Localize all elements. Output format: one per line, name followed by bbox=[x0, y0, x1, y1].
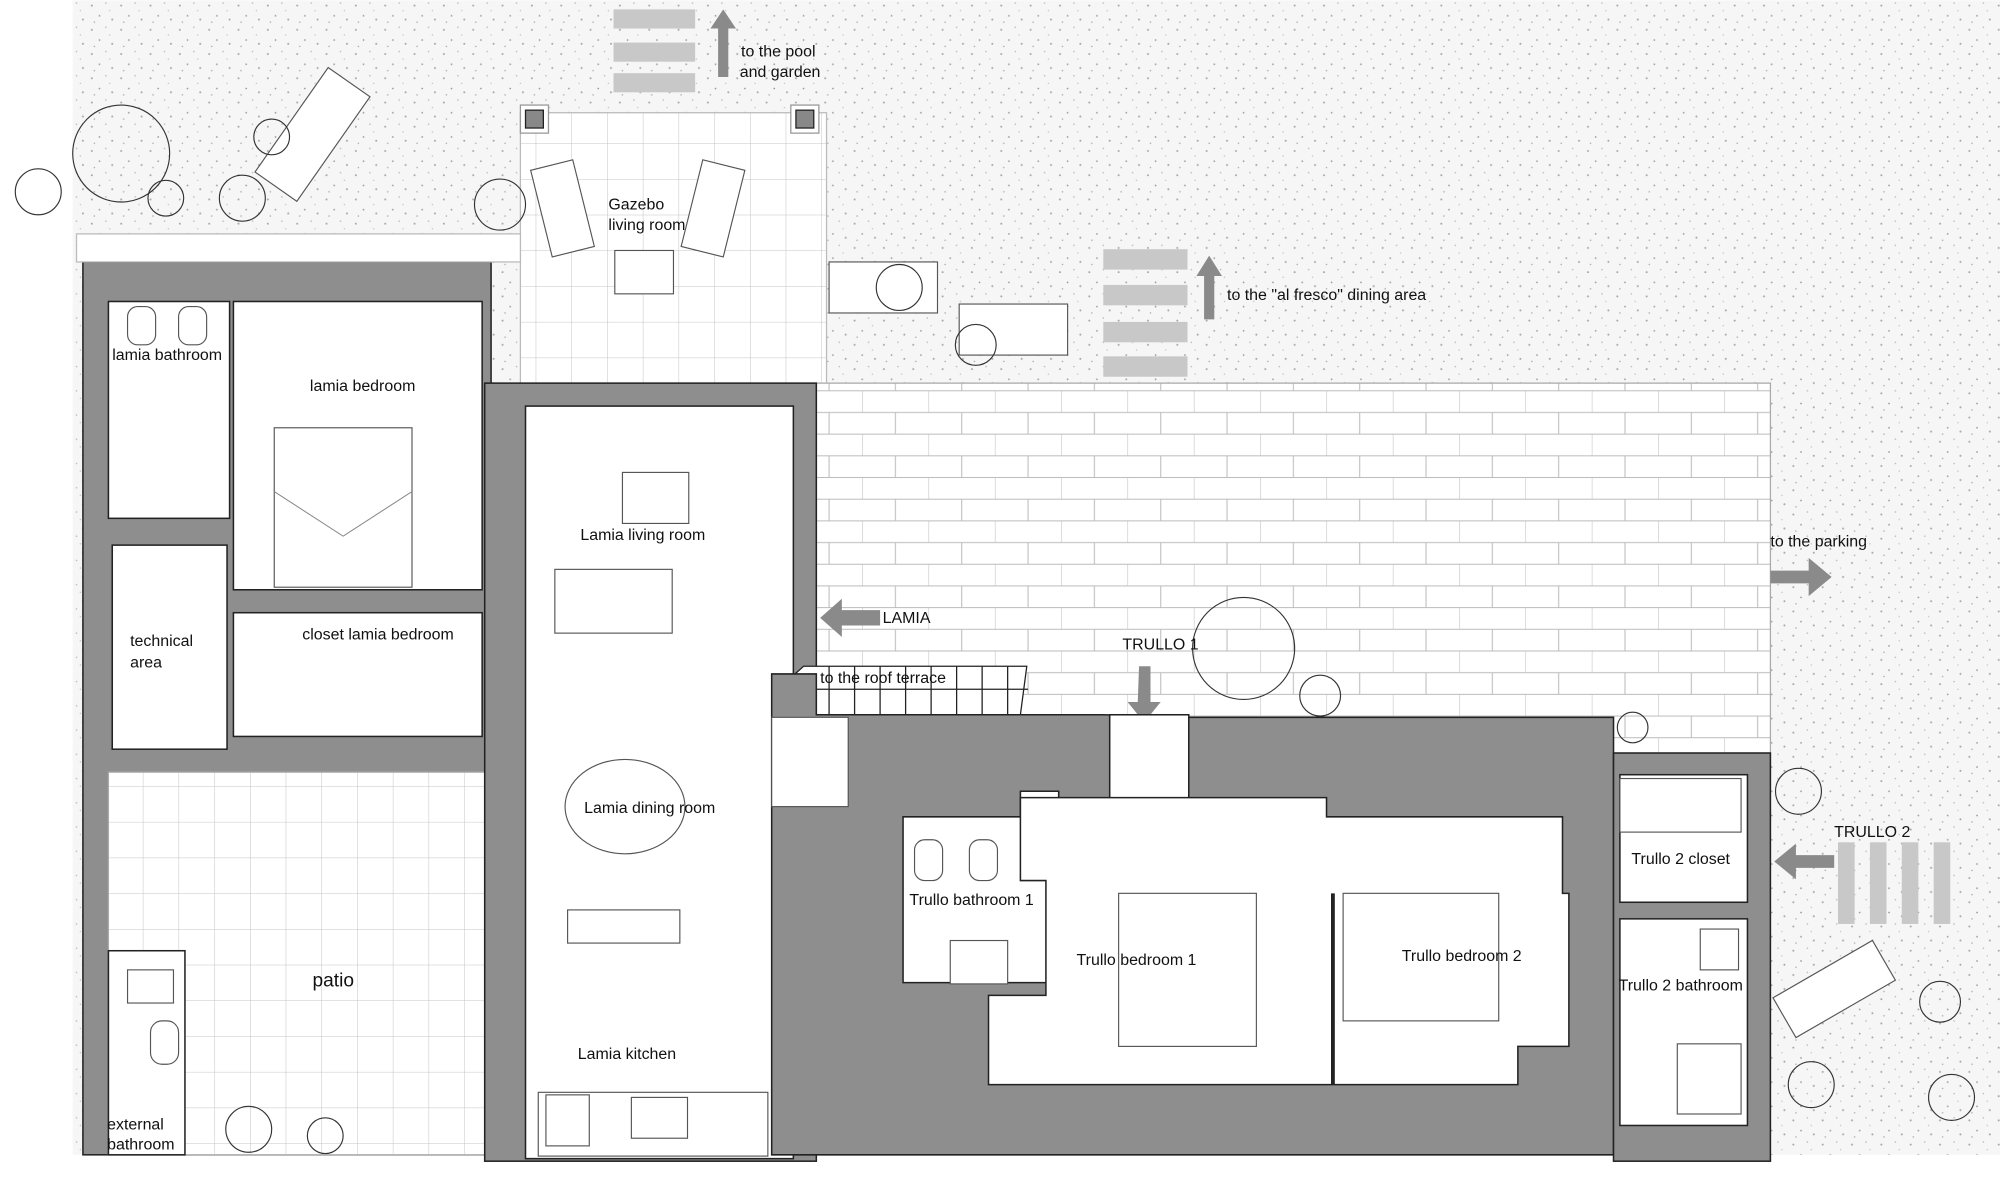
sink-icon bbox=[949, 939, 1009, 985]
technical-area bbox=[111, 544, 228, 750]
label-trullo-bedroom-1: Trullo bedroom 1 bbox=[1077, 952, 1197, 969]
arrow-left-icon bbox=[820, 598, 881, 637]
trullo1-entrance bbox=[1108, 713, 1190, 805]
lamia-front-threshold bbox=[75, 233, 522, 263]
label-trullo-bedroom-2: Trullo bedroom 2 bbox=[1402, 948, 1522, 965]
coffee-table bbox=[621, 471, 690, 525]
stove-icon bbox=[545, 1094, 590, 1147]
label-external: external bbox=[107, 1116, 164, 1133]
arrow-up-icon bbox=[710, 9, 736, 78]
planter bbox=[958, 303, 1069, 356]
label-to-parking: to the parking bbox=[1770, 533, 1867, 550]
coffee-table bbox=[614, 249, 675, 295]
steps-to-alfresco bbox=[1103, 249, 1188, 377]
bed-trullo-2 bbox=[1342, 892, 1500, 1022]
arrow-up-icon bbox=[1196, 255, 1222, 320]
label-trullo1-entrance: TRULLO 1 bbox=[1122, 637, 1198, 654]
label-roof-terrace: to the roof terrace bbox=[820, 670, 946, 687]
arrow-right-icon bbox=[1770, 557, 1832, 597]
label-trullo2-closet: Trullo 2 closet bbox=[1631, 851, 1730, 868]
sofa bbox=[554, 568, 673, 634]
wardrobe bbox=[1619, 777, 1742, 833]
bed-trullo-1 bbox=[1118, 892, 1257, 1047]
toilet-icon bbox=[149, 1020, 180, 1065]
dining-table bbox=[564, 758, 686, 855]
closet-lamia-bedroom bbox=[232, 611, 483, 738]
toilet-icon bbox=[968, 839, 999, 882]
steps-trullo2 bbox=[1838, 842, 1951, 924]
planter bbox=[828, 261, 939, 314]
skylight bbox=[771, 716, 849, 808]
toilet-icon bbox=[126, 306, 157, 346]
label-to-pool: to the pool bbox=[741, 44, 815, 61]
trees bbox=[14, 104, 1976, 1155]
arrow-down-icon bbox=[1127, 666, 1161, 723]
arrow-left-icon bbox=[1774, 843, 1835, 880]
kitchen-sink-icon bbox=[630, 1096, 689, 1139]
label-gazebo: Gazebo bbox=[608, 197, 664, 214]
sink-icon bbox=[126, 969, 175, 1004]
steps-to-pool bbox=[613, 9, 696, 93]
label-to-alfresco: to the "al fresco" dining area bbox=[1227, 287, 1426, 304]
label-trullo-bathroom-1: Trullo bathroom 1 bbox=[909, 892, 1033, 909]
sink-icon bbox=[1699, 928, 1740, 971]
label-lamia-entrance: LAMIA bbox=[883, 610, 931, 627]
label-lamia-bathroom: lamia bathroom bbox=[112, 347, 222, 364]
armchair bbox=[529, 159, 596, 258]
label-lamia-bedroom: lamia bedroom bbox=[310, 378, 415, 395]
label-trullo2-bathroom: Trullo 2 bathroom bbox=[1619, 977, 1743, 994]
label-lamia-dining-room: Lamia dining room bbox=[584, 800, 715, 817]
lamia-bathroom bbox=[107, 300, 231, 520]
sun-lounger bbox=[1772, 939, 1897, 1039]
armchair bbox=[680, 159, 746, 258]
label-technical: technical bbox=[130, 633, 193, 650]
bidet-icon bbox=[913, 839, 944, 882]
sun-lounger bbox=[254, 66, 371, 203]
label-lamia-kitchen: Lamia kitchen bbox=[578, 1046, 676, 1063]
label-gazebo-living-room: living room bbox=[608, 217, 685, 234]
label-and-garden: and garden bbox=[740, 64, 821, 81]
label-closet-lamia-bedroom: closet lamia bedroom bbox=[302, 627, 453, 644]
label-lamia-living-room: Lamia living room bbox=[580, 527, 705, 544]
label-external-bathroom: bathroom bbox=[107, 1137, 174, 1154]
double-bed bbox=[273, 427, 413, 588]
bidet-icon bbox=[177, 306, 208, 346]
shower bbox=[1676, 1043, 1742, 1115]
label-trullo2-entrance: TRULLO 2 bbox=[1834, 824, 1910, 841]
label-patio: patio bbox=[313, 970, 354, 991]
label-area: area bbox=[130, 655, 162, 672]
kitchen-island bbox=[567, 909, 681, 944]
